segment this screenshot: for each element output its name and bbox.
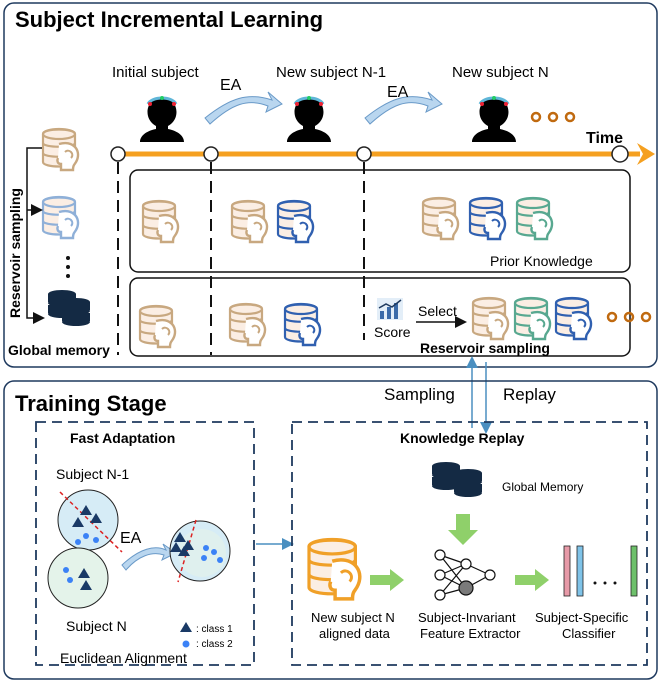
classifier-caption-line1: Subject-Specific (535, 610, 629, 625)
subject-n-label: Subject N (66, 618, 127, 634)
new-subject-caption-line1: New subject N (311, 610, 395, 625)
global-memory-db-icon (432, 462, 482, 497)
time-label: Time (586, 130, 623, 147)
reservoir-memory-box (129, 277, 631, 357)
timeline-arrowhead (637, 143, 655, 165)
prior-knowledge-box (129, 169, 631, 273)
subject-n-1-label: Subject N-1 (56, 466, 129, 482)
ea-arrow (204, 91, 283, 125)
ea-label: EA (220, 77, 242, 94)
ea-label: EA (387, 84, 409, 101)
knowledge-replay-box (291, 421, 648, 666)
vertical-ellipsis (66, 256, 70, 278)
subject-label-initial: Initial subject (112, 64, 200, 81)
legend-circle-icon (182, 640, 190, 648)
aligned-points (170, 532, 223, 563)
global-memory-db-icon (48, 290, 90, 326)
reservoir-sampling-label: Reservoir sampling (420, 340, 550, 356)
subject-n-1-points (72, 505, 102, 545)
ea-arrow (121, 543, 177, 571)
data-to-extractor-arrow (370, 569, 404, 591)
bottom-panel-border (3, 380, 658, 680)
decision-boundary (177, 519, 197, 583)
new-subject-db-icon (307, 537, 362, 601)
fast-adaptation-box (35, 421, 255, 666)
prior-db-icons (141, 196, 554, 244)
legend-class2: : class 2 (196, 639, 233, 650)
neural-network-icon (434, 549, 496, 601)
ea-label: EA (120, 530, 142, 547)
top-panel-title: Subject Incremental Learning (15, 7, 323, 32)
side-reservoir-label: Reservoir sampling (7, 188, 23, 318)
subject-label-n: New subject N (452, 64, 549, 81)
extractor-caption-line2: Feature Extractor (420, 626, 521, 641)
memory-down-arrow (448, 514, 478, 545)
prior-knowledge-label: Prior Knowledge (490, 253, 593, 269)
timeline-nodes (110, 145, 629, 163)
subject-n-points (63, 567, 92, 590)
knowledge-replay-title: Knowledge Replay (400, 430, 525, 446)
person-head-icon (138, 94, 186, 144)
classifier-bars-icon (563, 545, 638, 597)
ea-arrow (364, 91, 443, 125)
classifier-caption-line2: Classifier (562, 626, 616, 641)
euclidean-alignment-label: Euclidean Alignment (60, 650, 187, 666)
subject-label-n-1: New subject N-1 (276, 64, 386, 81)
side-db-icons (41, 127, 80, 240)
sampling-label: Sampling (384, 385, 455, 404)
ellipsis-dots (606, 311, 652, 323)
global-memory-caption: Global Memory (502, 480, 583, 494)
score-label: Score (374, 324, 411, 340)
legend-triangle-icon (180, 622, 192, 632)
new-subject-caption-line2: aligned data (319, 626, 391, 641)
replay-label: Replay (503, 385, 556, 404)
side-bracket (26, 147, 45, 324)
classifier-ellipsis (593, 581, 617, 585)
legend-class1: : class 1 (196, 624, 233, 635)
bottom-panel-title: Training Stage (15, 391, 167, 416)
select-label: Select (418, 303, 457, 319)
fast-adaptation-title: Fast Adaptation (70, 430, 175, 446)
ellipsis-dots (530, 111, 576, 123)
person-head-icon (470, 94, 518, 144)
dashed-dividers (117, 162, 365, 355)
person-head-icon (285, 94, 333, 144)
extractor-caption-line1: Subject-Invariant (418, 610, 516, 625)
global-memory-label: Global memory (8, 342, 110, 358)
extractor-to-classifier-arrow (515, 569, 549, 591)
score-chart-icon (377, 298, 403, 320)
top-panel-border (3, 2, 658, 368)
